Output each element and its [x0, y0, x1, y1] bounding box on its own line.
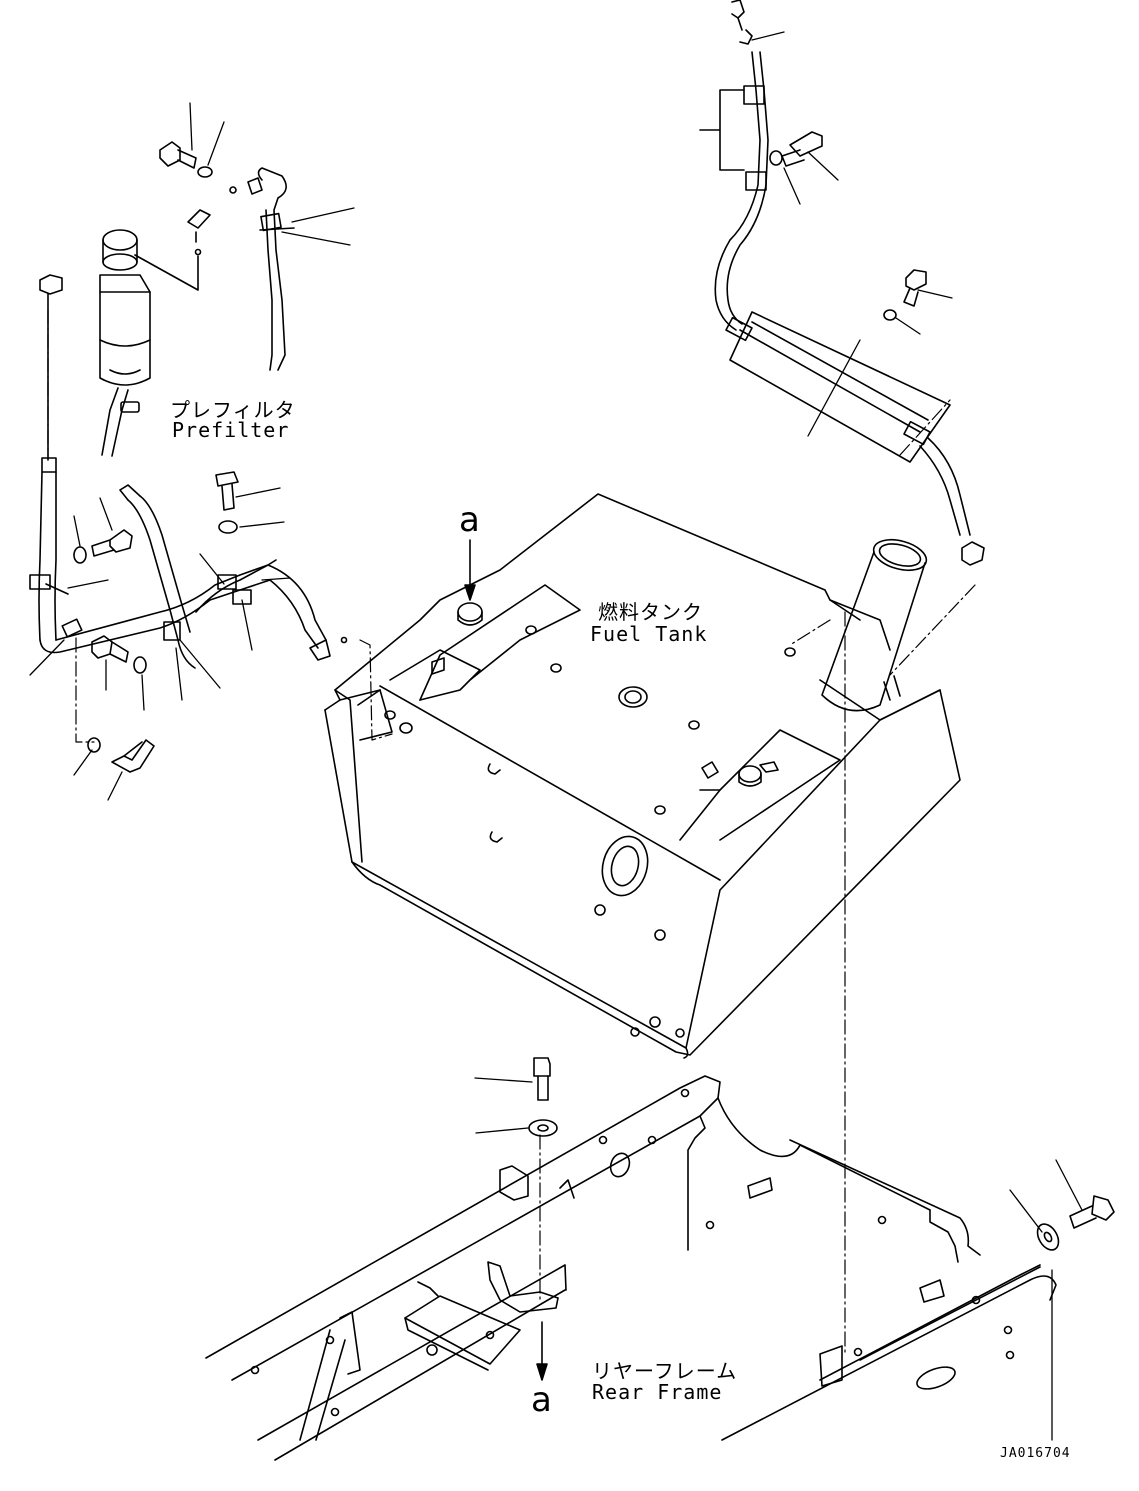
centerlines [48, 310, 975, 1352]
prefilter [100, 210, 210, 456]
fuel-tank-label-en: Fuel Tank [590, 622, 708, 646]
filler-neck [822, 534, 930, 710]
leader-lines [30, 32, 1082, 1440]
fuel-cooler [726, 312, 984, 565]
drawing-code: JA016704 [1000, 1446, 1071, 1461]
fuel-tank-label-jp: 燃料タンク [598, 600, 703, 624]
reference-mark-bottom: a [531, 1380, 552, 1420]
return-line-upper-right [700, 0, 926, 330]
left-hose-network [30, 485, 347, 668]
fuel-tank [325, 494, 960, 1058]
reference-mark-top: a [459, 500, 480, 540]
bolt-upper-left [160, 142, 212, 177]
left-bolts [74, 472, 238, 772]
reference-arrows [465, 540, 547, 1380]
frame-mount-hardware [529, 1058, 1114, 1254]
prefilter-label-en: Prefilter [172, 418, 290, 442]
prefilter-outlet-hose [230, 168, 294, 370]
rear-frame-label-en: Rear Frame [592, 1380, 723, 1404]
prefilter-label-jp: プレフィルタ [170, 398, 296, 422]
rear-frame [206, 1076, 1056, 1460]
rear-frame-label-jp: リヤーフレーム [592, 1359, 738, 1383]
